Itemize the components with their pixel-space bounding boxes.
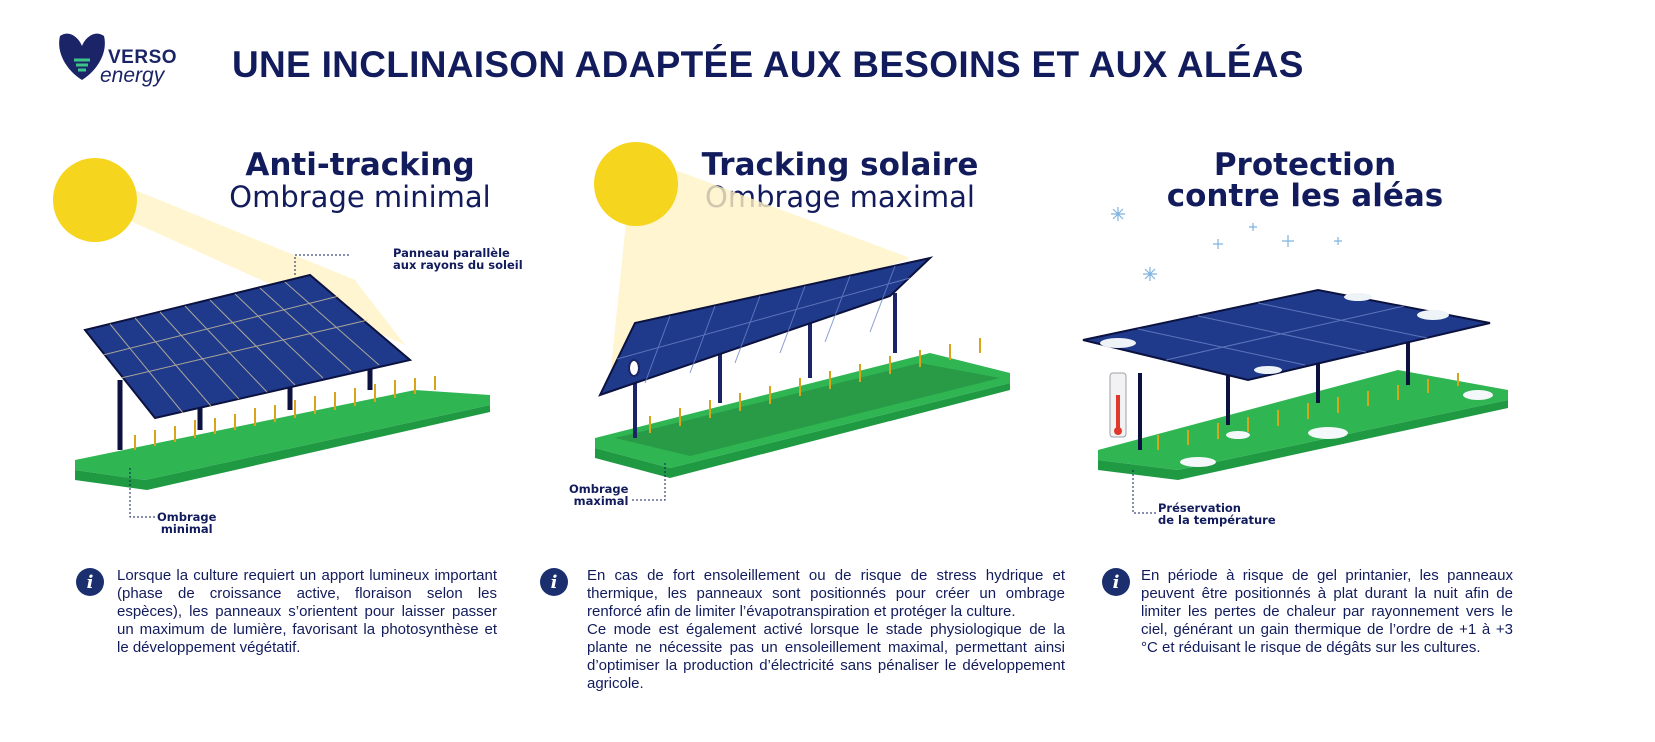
page-title: UNE INCLINAISON ADAPTÉE AUX BESOINS ET A… bbox=[232, 44, 1304, 85]
tracking-solaire-illustration bbox=[594, 142, 1010, 501]
panel-title: Protection bbox=[1213, 147, 1397, 183]
solar-panel bbox=[83, 273, 413, 420]
panel-description: En période à risque de gel printanier, l… bbox=[1141, 567, 1513, 656]
panel-description: Lorsque la culture requiert un apport lu… bbox=[117, 567, 497, 656]
snowflake-icon bbox=[1111, 207, 1342, 281]
info-icon: i bbox=[76, 568, 104, 596]
panel-subtitle: Ombrage minimal bbox=[229, 180, 491, 214]
solar-panel bbox=[598, 256, 934, 397]
anti-tracking-illustration bbox=[53, 158, 490, 518]
sun-icon bbox=[594, 142, 678, 226]
panel-title: Tracking solaire bbox=[701, 147, 979, 183]
ground-platform bbox=[595, 353, 1010, 468]
ground-platform bbox=[1098, 370, 1508, 470]
callout-top: Panneau parallèle aux rayons du soleil bbox=[393, 246, 523, 272]
verso-logo-icon bbox=[59, 33, 105, 80]
callout-bottom: Ombrage minimal bbox=[157, 510, 217, 536]
sun-icon bbox=[53, 158, 137, 242]
callout-bottom: Ombrage maximal bbox=[569, 482, 629, 508]
panel-title: Anti-tracking bbox=[245, 147, 475, 183]
panel-subtitle: contre les aléas bbox=[1166, 178, 1444, 214]
info-icon: i bbox=[540, 568, 568, 596]
protection-illustration bbox=[1082, 207, 1508, 514]
callout-bottom: Préservation de la température bbox=[1158, 501, 1276, 527]
ground-platform bbox=[75, 390, 490, 480]
info-icon: i bbox=[1102, 568, 1130, 596]
brand-sub: energy bbox=[100, 64, 165, 87]
panel-description: En cas de fort ensoleillement ou de risq… bbox=[587, 567, 1065, 692]
brand-name: VERSO bbox=[108, 47, 178, 68]
